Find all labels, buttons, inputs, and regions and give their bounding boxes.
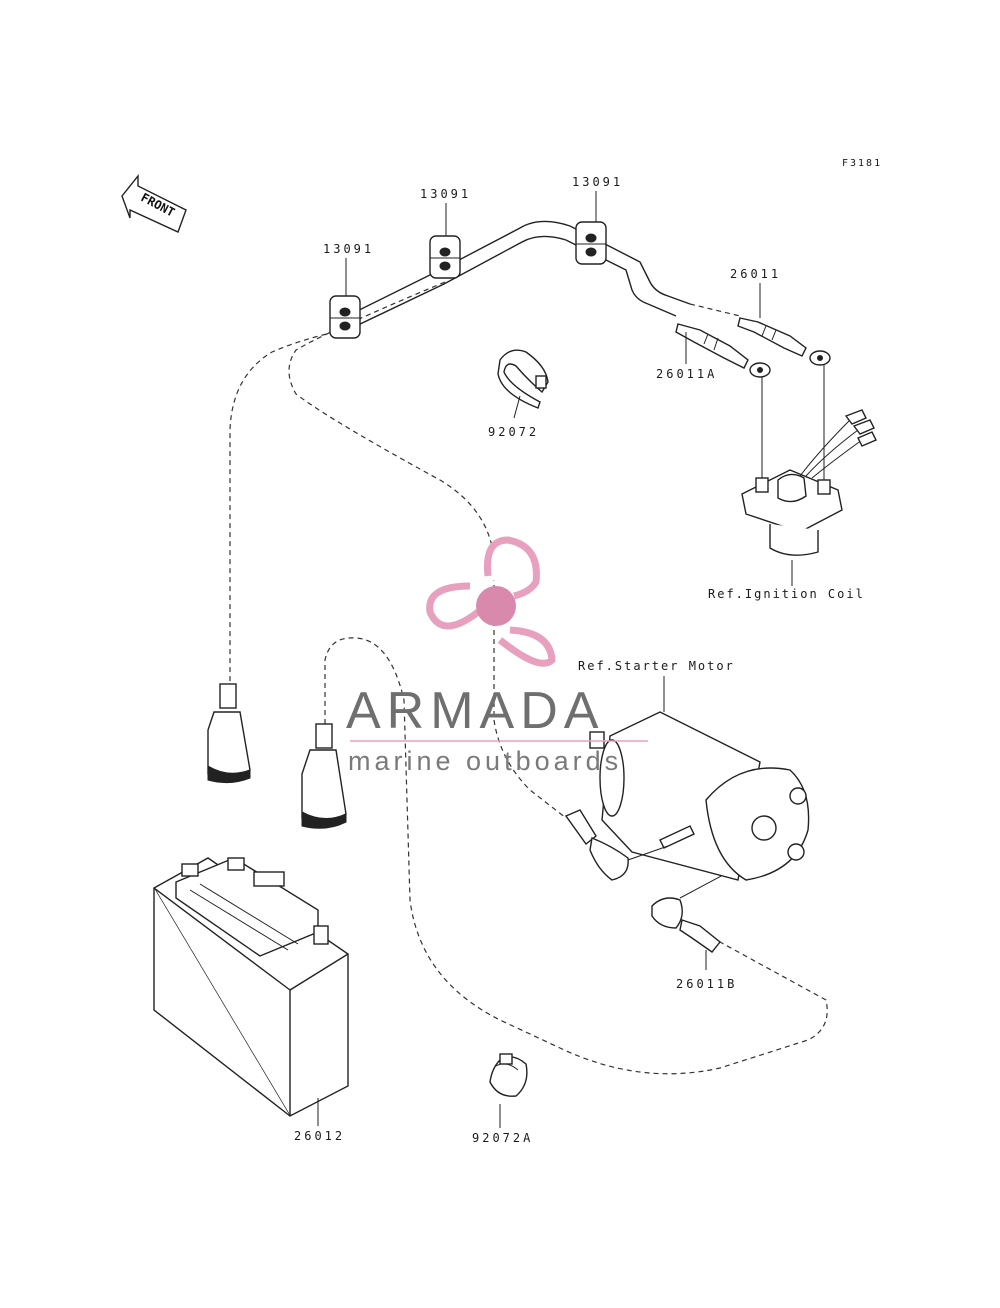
battery-cable-left <box>229 331 336 690</box>
cable-end-26011b <box>651 897 721 953</box>
label-cable-26011b: 26011B <box>676 977 737 991</box>
label-clamp-13091-middle: 13091 <box>420 187 471 201</box>
clamp-13091-middle <box>429 235 461 279</box>
battery-cable-to-26011b <box>324 637 828 1075</box>
battery-terminal-boot-center <box>301 723 347 829</box>
front-direction-arrow-icon: FRONT <box>121 174 187 233</box>
figure-code: F3181 <box>842 158 882 169</box>
band-92072 <box>497 349 549 409</box>
cable-end-26011a <box>675 323 771 378</box>
label-cable-26011a: 26011A <box>656 367 717 381</box>
watermark-brand: ARMADA <box>346 682 604 740</box>
battery-terminal-boot-left <box>207 683 251 784</box>
starter-motor <box>589 711 810 881</box>
starter-connector-left <box>564 809 669 881</box>
label-clamp-13091-left: 13091 <box>323 242 374 256</box>
band-92072a <box>489 1053 528 1097</box>
label-ref-ignition-coil: Ref.Ignition Coil <box>708 587 865 601</box>
label-cable-26011: 26011 <box>730 267 781 281</box>
clamp-13091-left <box>329 295 361 339</box>
battery-26012 <box>153 857 349 1117</box>
label-band-92072: 92072 <box>488 425 539 439</box>
armada-watermark-logo: ARMADA marine outboards <box>346 536 648 776</box>
label-clamp-13091-right: 13091 <box>572 175 623 189</box>
harness-wire-lower <box>334 235 677 337</box>
wire-to-26011 <box>689 303 741 317</box>
clamp-13091-right <box>575 221 607 265</box>
label-ref-starter-motor: Ref.Starter Motor <box>578 659 735 673</box>
watermark-tagline: marine outboards <box>348 746 622 776</box>
harness-wire-upper <box>334 220 691 323</box>
label-battery-26012: 26012 <box>294 1129 345 1143</box>
label-band-92072a: 92072A <box>472 1131 533 1145</box>
ignition-coil <box>741 364 877 556</box>
cable-end-26011 <box>737 317 831 366</box>
